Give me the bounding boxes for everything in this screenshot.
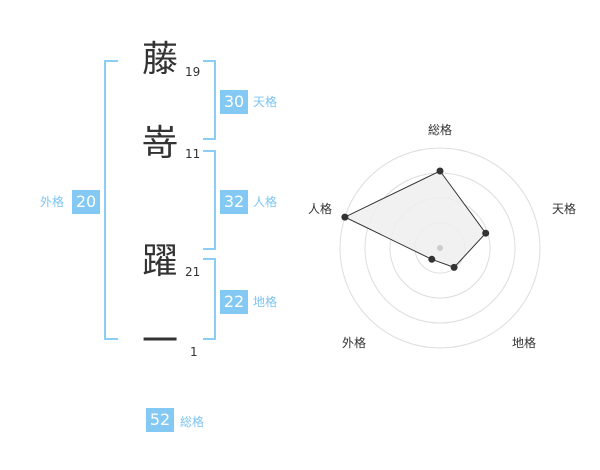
radar-label-jinkaku: 人格 (308, 201, 332, 216)
tenkaku-badge: 30 (220, 90, 248, 114)
radar-label-soukaku: 総格 (428, 122, 452, 137)
name-char-3: 躍 (142, 241, 179, 282)
name-char-4: 一 (142, 321, 179, 362)
soukaku-badge: 52 (146, 408, 174, 432)
stroke-count-4: 1 (190, 345, 198, 359)
tenkaku-label: 天格 (253, 95, 278, 109)
radar-point-4 (341, 213, 349, 221)
radar-shape (343, 170, 487, 268)
radar-grid-ring (339, 147, 541, 349)
stroke-count-1: 19 (185, 65, 201, 79)
name-char-2: 嵜 (142, 123, 179, 164)
jinkaku-label: 人格 (253, 195, 278, 209)
radar-points (341, 167, 490, 271)
jinkaku-bracket (203, 150, 216, 250)
radar-point-0 (436, 167, 444, 175)
radar-point-1 (482, 229, 490, 237)
jinkaku-badge: 32 (220, 190, 248, 214)
gaikaku-label: 外格 (40, 195, 65, 209)
radar-center-point (437, 245, 443, 251)
radar-label-tenkaku: 天格 (552, 201, 576, 216)
stroke-count-2: 11 (185, 147, 201, 161)
radar-label-chikaku: 地格 (512, 335, 536, 350)
radar-point-2 (450, 263, 458, 271)
gaikaku-bracket (104, 60, 118, 340)
fortune-radar-chart: 総格 天格 地格 外格 人格 (308, 122, 576, 350)
name-char-1: 藤 (142, 39, 179, 80)
chikaku-label: 地格 (253, 295, 278, 309)
chikaku-bracket (203, 258, 216, 340)
radar-axis-labels: 総格 天格 地格 外格 人格 (308, 122, 576, 350)
stroke-count-3: 21 (185, 265, 201, 279)
gaikaku-badge: 20 (72, 190, 100, 214)
tenkaku-bracket (203, 60, 216, 140)
chikaku-badge: 22 (220, 290, 248, 314)
radar-label-gaikaku: 外格 (342, 335, 366, 350)
radar-point-3 (428, 255, 436, 263)
soukaku-label: 総格 (180, 415, 205, 429)
